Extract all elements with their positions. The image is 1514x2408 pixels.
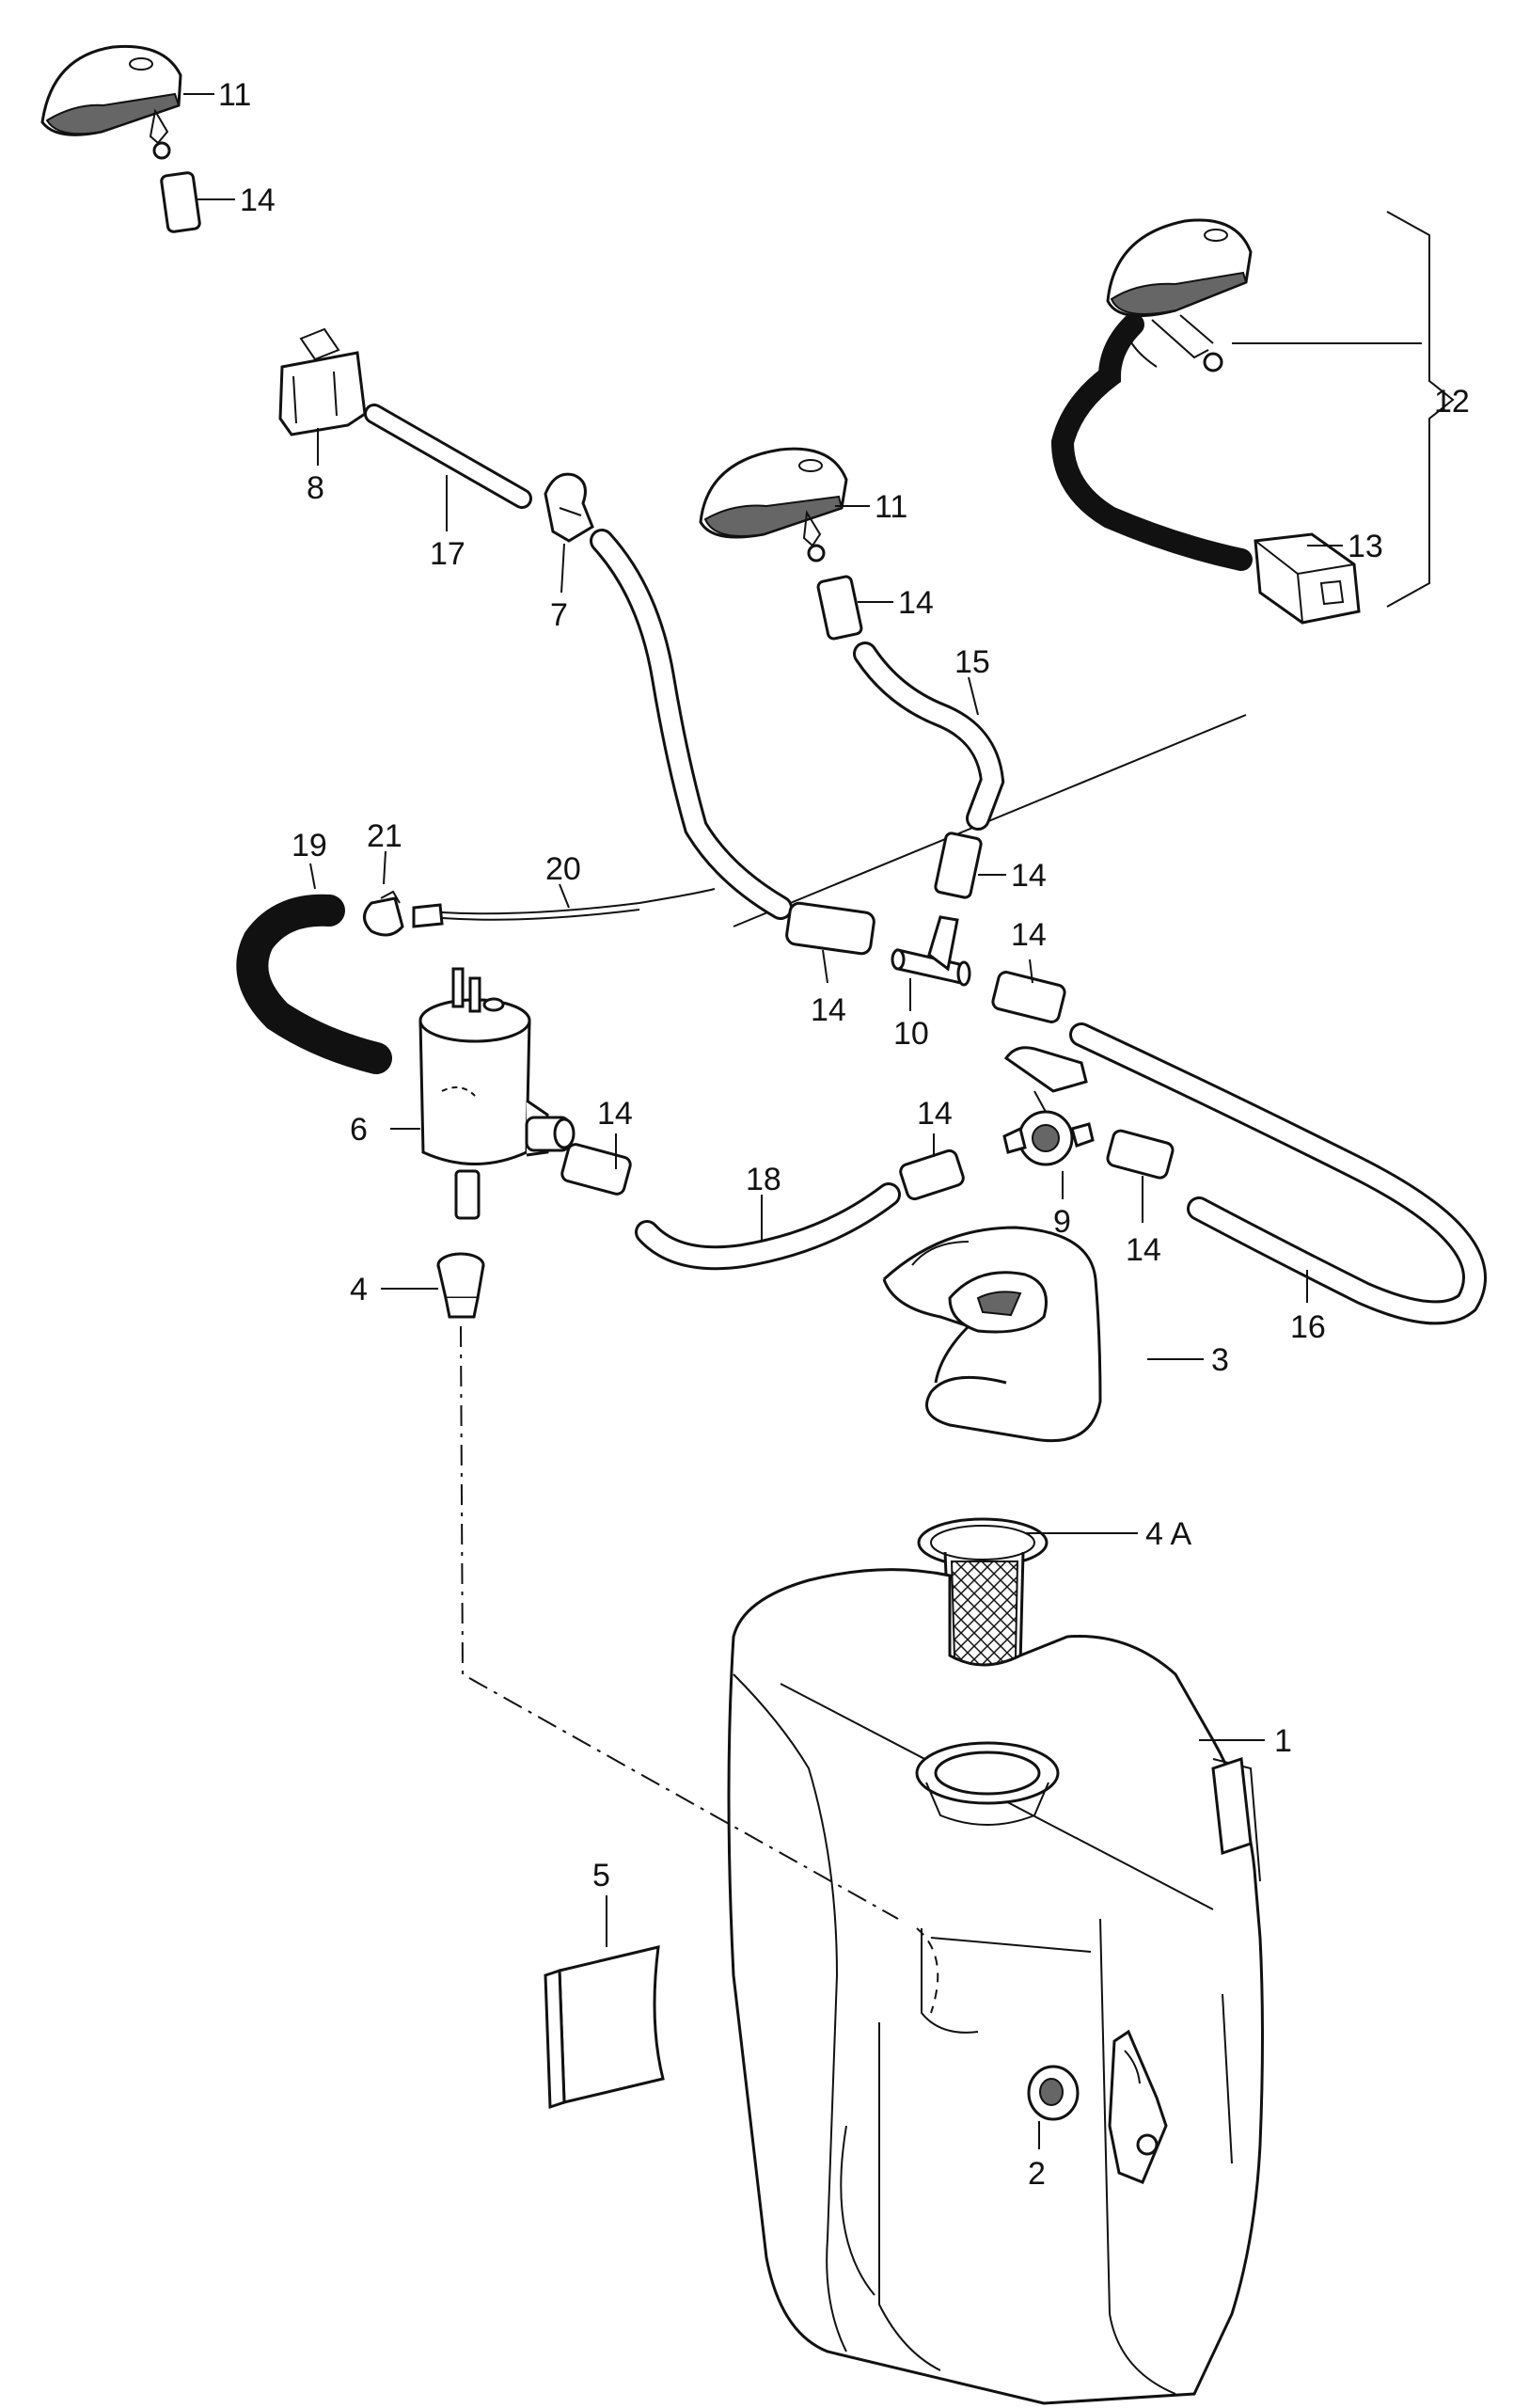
callout-21: 21 xyxy=(367,818,402,854)
hose-connector-14d xyxy=(560,1143,632,1196)
callout-7: 7 xyxy=(550,597,568,633)
callout-9: 9 xyxy=(1053,1204,1071,1240)
callout-14-valve-left: 14 xyxy=(917,1096,953,1132)
callout-16: 16 xyxy=(1290,1309,1326,1345)
electrical-connector-13 xyxy=(1254,532,1361,625)
callout-14-right: 14 xyxy=(1011,917,1047,953)
callout-20: 20 xyxy=(545,851,581,887)
washer-pump-6 xyxy=(418,967,576,1220)
hose-connector-14h xyxy=(991,971,1066,1023)
callout-8: 8 xyxy=(307,470,324,506)
assembly-line xyxy=(460,1325,899,1920)
callout-14-upper-right: 14 xyxy=(1011,858,1047,894)
hidden-line xyxy=(916,1927,939,2014)
hose-connector-14c xyxy=(934,832,983,899)
washer-reservoir-1 xyxy=(727,1568,1264,2405)
retaining-strap-3 xyxy=(882,1226,1102,1443)
grommet-4 xyxy=(436,1252,485,1319)
strainer-4a xyxy=(917,1517,1049,1676)
hose-17 xyxy=(364,404,532,509)
hose-15 xyxy=(853,642,1005,831)
t-piece-10 xyxy=(891,915,971,987)
group-bracket-12 xyxy=(1386,211,1455,608)
callout-14-center: 14 xyxy=(811,992,846,1028)
hose-connector-14e xyxy=(899,1149,965,1201)
line-20 xyxy=(412,888,716,928)
grommet-2 xyxy=(1027,2065,1080,2121)
callout-14-middle: 14 xyxy=(898,585,934,621)
callout-13: 13 xyxy=(1348,529,1383,564)
clip-7 xyxy=(544,472,594,543)
heated-washer-jet-12 xyxy=(1050,218,1253,571)
callout-18: 18 xyxy=(746,1162,781,1197)
callout-4a: 4 A xyxy=(1145,1516,1191,1552)
callout-19: 19 xyxy=(292,828,327,863)
hose-bracket-8 xyxy=(278,327,367,436)
callout-11-middle: 11 xyxy=(875,489,907,525)
washer-jet-middle xyxy=(699,447,848,562)
callout-labels: 11 14 8 17 7 11 14 15 12 13 21 19 20 1 4 … xyxy=(218,77,1470,2192)
callout-6: 6 xyxy=(350,1112,368,1148)
callout-15: 15 xyxy=(954,644,990,680)
callout-14-pump: 14 xyxy=(597,1096,633,1132)
callout-12: 12 xyxy=(1434,384,1470,420)
hose-clamp-21 xyxy=(363,890,404,937)
callout-1: 1 xyxy=(1274,1723,1292,1759)
hose-connector-14a xyxy=(160,171,201,233)
callout-3: 3 xyxy=(1211,1342,1229,1378)
hose-main-long xyxy=(590,529,793,920)
callout-14-valve-right: 14 xyxy=(1126,1232,1161,1268)
callout-5: 5 xyxy=(592,1858,610,1893)
callout-11-top: 11 xyxy=(218,77,251,113)
callout-2: 2 xyxy=(1028,2156,1046,2192)
hose-16 xyxy=(1069,1022,1487,1325)
hose-connector-14f xyxy=(1106,1129,1175,1180)
foam-pad-5 xyxy=(544,1945,665,2110)
check-valve-9 xyxy=(1002,1046,1095,1166)
washer-jet-top-left xyxy=(40,44,182,160)
hose-18 xyxy=(635,1182,901,1271)
callout-4: 4 xyxy=(350,1272,368,1307)
hose-connector-14b xyxy=(816,575,863,641)
callout-17: 17 xyxy=(430,536,465,572)
callout-14-top: 14 xyxy=(240,182,276,218)
callout-10: 10 xyxy=(893,1016,929,1052)
hose-connector-14g xyxy=(785,901,875,956)
hose-19 xyxy=(236,894,392,1074)
leader-lines xyxy=(183,93,1343,2149)
